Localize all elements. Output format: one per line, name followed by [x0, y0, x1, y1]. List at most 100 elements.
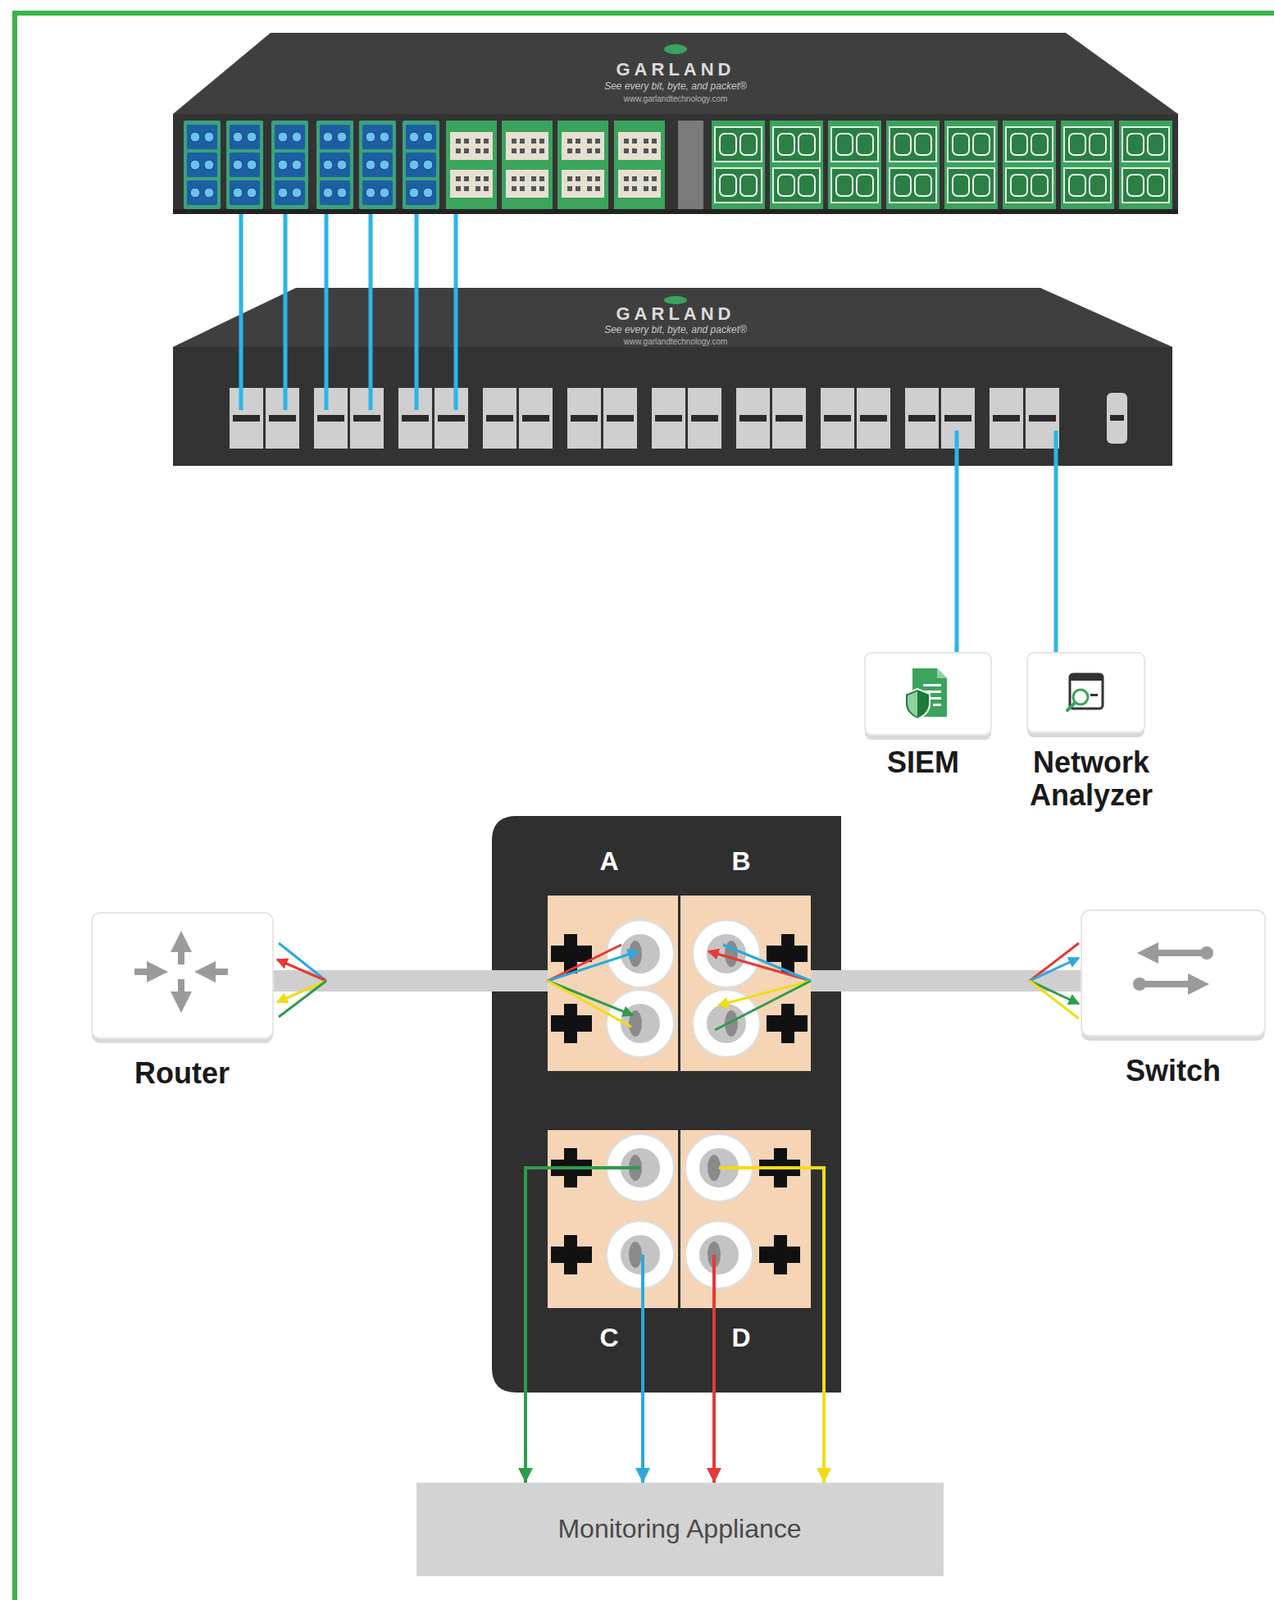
fiber-cable: [241, 287, 1056, 466]
node-label: Monitoring Appliance: [557, 1514, 801, 1543]
network-tap-part-part: [606, 919, 674, 988]
siem-box-part: [907, 691, 918, 717]
signal-lines-part: [547, 944, 622, 981]
tap-output-lines-part: [718, 1167, 824, 1393]
siem-box-part: [923, 683, 942, 687]
packet-broker-top-part: [316, 120, 354, 210]
network-tap-part: [680, 1129, 811, 1308]
brand-logo: GARLAND: [616, 59, 736, 80]
connector-line: [822, 1392, 826, 1483]
node-label: SIEM: [887, 746, 960, 779]
node-label: Network Analyzer: [1005, 746, 1178, 811]
fiber-cable-part: [414, 287, 419, 410]
router-box-part-part: [177, 978, 185, 1002]
packet-broker-top-part: [1060, 120, 1115, 210]
packet-broker-top-part: [172, 209, 1179, 214]
packet-broker-top-part: [677, 120, 704, 210]
packet-broker-top-part: [1119, 120, 1173, 210]
packet-broker-bottom-part: [172, 287, 1173, 347]
port-letter: A: [599, 846, 619, 876]
signal-lines-part: [714, 980, 811, 1030]
connector-line: [239, 213, 244, 288]
packet-broker-bottom-part: [664, 295, 688, 305]
packet-broker-top-part: [1002, 120, 1056, 210]
switch-box-part: [1132, 977, 1147, 991]
packet-broker-bottom-part: [905, 387, 975, 449]
tool-box: SIEM: [864, 652, 992, 735]
packet-broker-bottom-part: [1106, 392, 1128, 444]
device-box: Router: [91, 912, 273, 1038]
network-tap-part-part: [628, 1241, 642, 1268]
network-tap: ABCD: [491, 815, 842, 1393]
siem-box-part: [864, 652, 992, 735]
router-box-part: [91, 912, 273, 1038]
siem-box-part: [932, 703, 942, 706]
page-frame: [14, 13, 1274, 1600]
brand-logo: GARLAND: [616, 304, 736, 324]
packet-broker-top-part: [172, 113, 1179, 214]
router-box-part: [134, 941, 228, 1002]
network-tap-part: [606, 919, 760, 1288]
appliance-box: Monitoring Appliance: [416, 1482, 944, 1576]
port-letter: D: [731, 1323, 751, 1352]
network-tap-part-part: [707, 1154, 721, 1181]
network-tap-part: [628, 940, 738, 1268]
switch-box-part-part: [1141, 980, 1199, 988]
connector-line: [712, 1392, 716, 1483]
network-analyzer-box-part: [1027, 652, 1145, 733]
tagline: See every bit, byte, and packet®: [604, 81, 747, 92]
signal-lines-part: [1029, 980, 1079, 1019]
monitoring-appliance-box: [416, 1482, 944, 1576]
tool-box: Network Analyzer: [1027, 652, 1145, 733]
packet-broker-top-part: [711, 120, 765, 210]
packet-broker-top-part: [359, 120, 396, 210]
node-label: Router: [134, 1056, 230, 1090]
signal-lines-part: [1029, 957, 1079, 981]
packet-broker-top: [172, 32, 1179, 214]
packet-broker-top-part: [664, 44, 688, 55]
packet-broker: GARLANDSee every bit, byte, and packet®w…: [172, 32, 1179, 214]
packet-broker-top-part: [886, 120, 940, 210]
page-frame-part: [14, 13, 1274, 1600]
signal-lines-part: [718, 980, 811, 1006]
network-tap-part-part: [606, 989, 674, 1057]
packet-broker-bottom: [172, 287, 1173, 466]
packet-broker-top-part: [183, 120, 221, 210]
network-tap-part: [547, 1129, 678, 1308]
router-box-part-part: [204, 968, 228, 975]
packet-broker-top-part: [614, 120, 665, 210]
web-address: www.garlandtechnology.com: [623, 336, 728, 346]
router-box-part-part: [177, 941, 185, 965]
network-tap-part-part: [692, 919, 760, 988]
tap-output-lines-part: [641, 1254, 645, 1393]
connector-line: [283, 213, 288, 288]
fiber-cable-part: [1054, 430, 1059, 466]
network-tap-part: [680, 895, 811, 1071]
connector-line: [955, 465, 960, 653]
packet-broker-bottom-part: [1110, 414, 1124, 421]
connector-line: [324, 213, 329, 288]
connector-line: [368, 213, 374, 288]
packet-broker-top-part: [501, 120, 553, 210]
signal-lines: [277, 942, 1079, 1030]
connector-line: [641, 1392, 645, 1483]
packet-broker-bottom-part: [989, 387, 1060, 449]
tap-output-lines-part: [712, 1254, 716, 1393]
network-tap-part-part: [685, 1220, 753, 1288]
packet-broker-bottom-part: [736, 387, 806, 449]
packet-broker-bottom-part: [482, 387, 553, 449]
fiber-cable-part: [283, 287, 288, 410]
packet-broker-top-part: [828, 120, 882, 210]
network-analyzer-box-part: [1090, 693, 1098, 697]
network-analyzer-box: [1027, 652, 1145, 738]
network-tap-part: [491, 815, 842, 1393]
node-label: Switch: [1125, 1054, 1221, 1088]
siem-box-part: [929, 696, 942, 700]
monitoring-appliance-box-part: [416, 1482, 944, 1576]
network-tap: [491, 815, 842, 1393]
network-tap-part-part: [606, 1220, 674, 1288]
packet-broker-top-part: [172, 32, 1179, 114]
signal-lines-part: [278, 980, 327, 1017]
signal-lines-part: [277, 959, 327, 981]
